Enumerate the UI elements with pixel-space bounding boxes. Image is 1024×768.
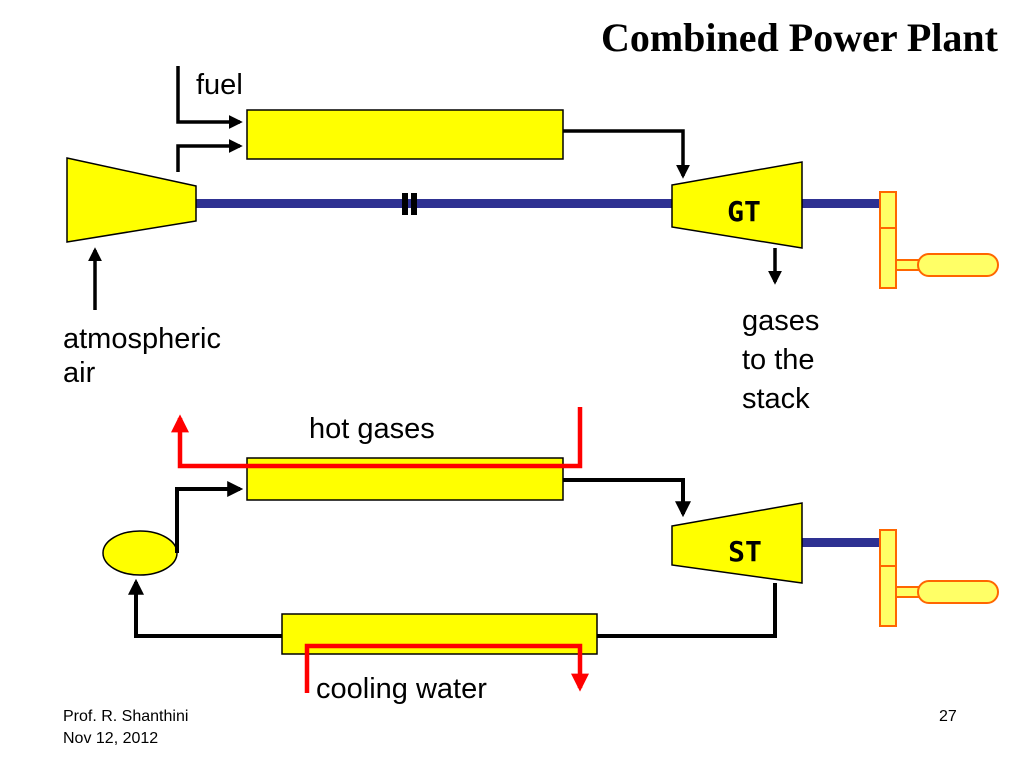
gas-turbine-label: GT	[727, 195, 761, 228]
feed-pump	[102, 530, 178, 576]
gases-line3: stack	[742, 383, 810, 415]
footer-author-block: Prof. R. Shanthini Nov 12, 2012	[63, 706, 188, 750]
cooling-water-flow	[304, 643, 589, 693]
combustion-gas-arrow	[563, 129, 690, 179]
steam-turbine-label: ST	[728, 535, 762, 568]
combustion-chamber	[246, 109, 564, 160]
fuel-label: fuel	[196, 69, 243, 101]
generator-lower	[879, 529, 999, 627]
condensate-to-pump-arrow	[128, 578, 282, 638]
page-number: 27	[939, 708, 957, 725]
hot-gases-flow	[171, 407, 583, 469]
gases-line2: to the	[742, 344, 815, 376]
atmospheric-air-line2: air	[63, 357, 96, 389]
cooling-water-label: cooling water	[316, 673, 487, 705]
shaft-upper	[196, 199, 880, 208]
turbine-exhaust-to-condenser	[597, 583, 777, 638]
atmospheric-air-line1: atmospheric	[63, 323, 221, 355]
steam-to-turbine-arrow	[563, 478, 691, 518]
generator-upper	[879, 191, 999, 289]
gases-to-stack-label: gases to the stack	[742, 302, 819, 419]
footer-date: Nov 12, 2012	[63, 730, 159, 747]
feedwater-to-boiler-arrow	[175, 481, 244, 553]
footer-author: Prof. R. Shanthini	[63, 708, 189, 725]
steam-shaft	[802, 538, 880, 547]
gases-line1: gases	[742, 305, 820, 337]
compressed-air-arrow	[176, 139, 243, 172]
shaft-coupling	[402, 193, 417, 215]
compressor	[66, 157, 197, 243]
gas-turbine	[671, 161, 803, 249]
steam-turbine	[671, 502, 803, 584]
atmospheric-air-label: atmospheric air	[63, 322, 221, 390]
fuel-arrow	[176, 66, 243, 129]
hot-gases-label: hot gases	[309, 413, 435, 445]
page-title: Combined Power Plant	[600, 15, 998, 60]
